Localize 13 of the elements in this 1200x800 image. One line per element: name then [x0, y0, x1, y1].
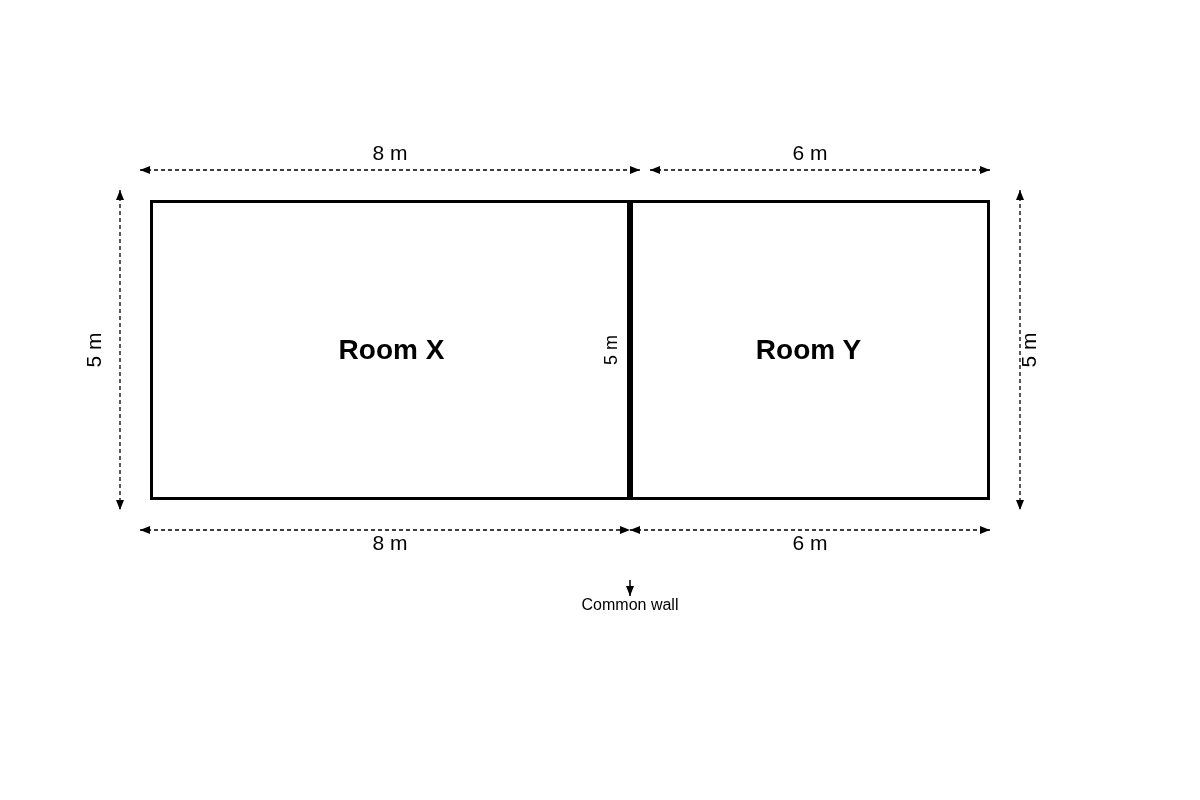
callout-text: Common wall: [581, 597, 679, 613]
dimension-label: 5 m: [82, 332, 104, 368]
dimension-label: 5 m: [602, 335, 620, 365]
dimension-label: 8 m: [372, 141, 408, 163]
dimension-label: 8 m: [372, 531, 408, 553]
dimension-label: 6 m: [792, 141, 828, 163]
arrow: [626, 579, 634, 597]
room-outline: [627, 200, 990, 500]
room-name: Room Y: [755, 334, 862, 366]
dimension-label: 6 m: [792, 531, 828, 553]
room-name: Room X: [338, 334, 445, 366]
room-outline: [150, 200, 633, 500]
dimension-label: 5 m: [1017, 332, 1039, 368]
